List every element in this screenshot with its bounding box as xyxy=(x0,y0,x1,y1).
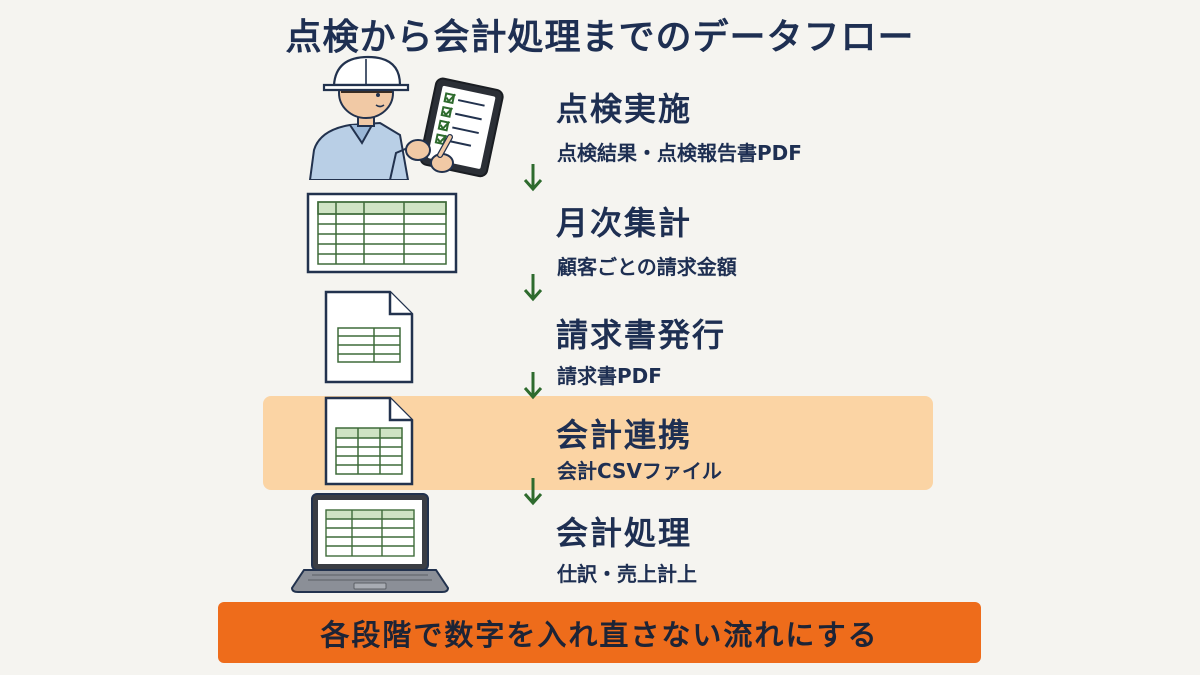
csv-file-icon xyxy=(324,396,414,486)
step-title-inspection: 点検実施 xyxy=(556,90,693,128)
arrow-down-icon xyxy=(523,274,543,302)
step-title-monthly-aggregation: 月次集計 xyxy=(556,204,693,242)
step-subtitle-accounting-processing: 仕訳・売上計上 xyxy=(557,562,697,586)
spreadsheet-icon xyxy=(306,192,458,274)
laptop-icon xyxy=(290,493,450,593)
step-title-accounting-link: 会計連携 xyxy=(556,416,693,454)
arrow-down-icon xyxy=(523,478,543,506)
step-title-accounting-processing: 会計処理 xyxy=(556,514,693,552)
arrow-down-icon xyxy=(523,372,543,400)
summary-banner: 各段階で数字を入れ直さない流れにする xyxy=(218,602,981,663)
step-subtitle-invoice-issuance: 請求書PDF xyxy=(557,364,662,388)
inspector-with-tablet-icon xyxy=(308,55,504,180)
summary-banner-text: 各段階で数字を入れ直さない流れにする xyxy=(320,617,879,652)
step-subtitle-monthly-aggregation: 顧客ごとの請求金額 xyxy=(557,255,737,279)
step-title-invoice-issuance: 請求書発行 xyxy=(556,316,727,354)
diagram-title: 点検から会計処理までのデータフロー xyxy=(285,17,915,58)
step-subtitle-accounting-link: 会計CSVファイル xyxy=(557,459,722,483)
arrow-down-icon xyxy=(523,164,543,192)
invoice-document-icon xyxy=(324,290,414,384)
step-subtitle-inspection: 点検結果・点検報告書PDF xyxy=(557,141,802,165)
